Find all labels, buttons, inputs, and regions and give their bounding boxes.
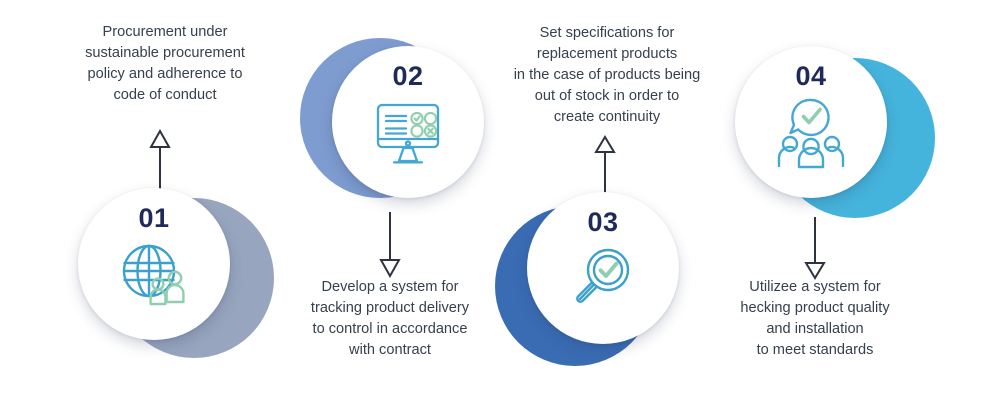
step-04-arrow-down — [804, 217, 826, 280]
caption-line: in the case of products being — [513, 67, 701, 83]
step-03-front-circle[interactable]: 03 — [527, 192, 679, 344]
caption-line: policy and adherence to — [87, 66, 243, 82]
step-03-caption: Set specifications for replacement produ… — [487, 23, 727, 128]
step-04-caption: Utilizee a system for hecking product qu… — [700, 277, 930, 361]
step-01-circle-cluster: 01 — [78, 188, 274, 378]
caption-line: and installation — [766, 321, 864, 337]
caption-line: Set specifications for — [539, 25, 675, 41]
caption-line: Develop a system for — [321, 279, 459, 295]
monitor-checklist-icon — [371, 97, 445, 169]
step-04-front-circle[interactable]: 04 — [735, 46, 887, 198]
speech-check-people-icon — [774, 97, 848, 169]
caption-line: hecking product quality — [740, 300, 890, 316]
caption-line: sustainable procurement — [85, 45, 245, 61]
caption-line: to control in accordance — [312, 321, 468, 337]
step-03-number: 03 — [587, 207, 619, 237]
step-02-caption: Develop a system for tracking product de… — [275, 277, 505, 361]
step-01-caption: Procurement under sustainable procuremen… — [50, 22, 280, 106]
globe-people-icon — [117, 239, 191, 311]
caption-line: replacement products — [536, 46, 678, 62]
step-01-number: 01 — [138, 203, 170, 233]
magnifier-check-icon — [566, 243, 640, 315]
caption-line: tracking product delivery — [310, 300, 470, 316]
step-03-circle-cluster: 03 — [495, 192, 685, 382]
step-02-arrow-down — [379, 212, 401, 279]
step-02-front-circle[interactable]: 02 — [332, 46, 484, 198]
step-02-circle-cluster: 02 — [300, 32, 490, 222]
caption-line: Utilizee a system for — [749, 279, 881, 295]
caption-line: with contract — [349, 342, 431, 358]
step-02-number: 02 — [392, 61, 424, 91]
caption-line: code of conduct — [113, 87, 217, 103]
caption-line: create continuity — [553, 109, 661, 125]
step-01-arrow-up — [149, 128, 171, 196]
caption-line: out of stock in order to — [534, 88, 680, 104]
caption-line: Procurement under — [102, 24, 228, 40]
caption-line: to meet standards — [756, 342, 874, 358]
step-01-front-circle[interactable]: 01 — [78, 188, 230, 340]
step-04-circle-cluster: 04 — [735, 32, 935, 222]
step-04-number: 04 — [795, 61, 827, 91]
